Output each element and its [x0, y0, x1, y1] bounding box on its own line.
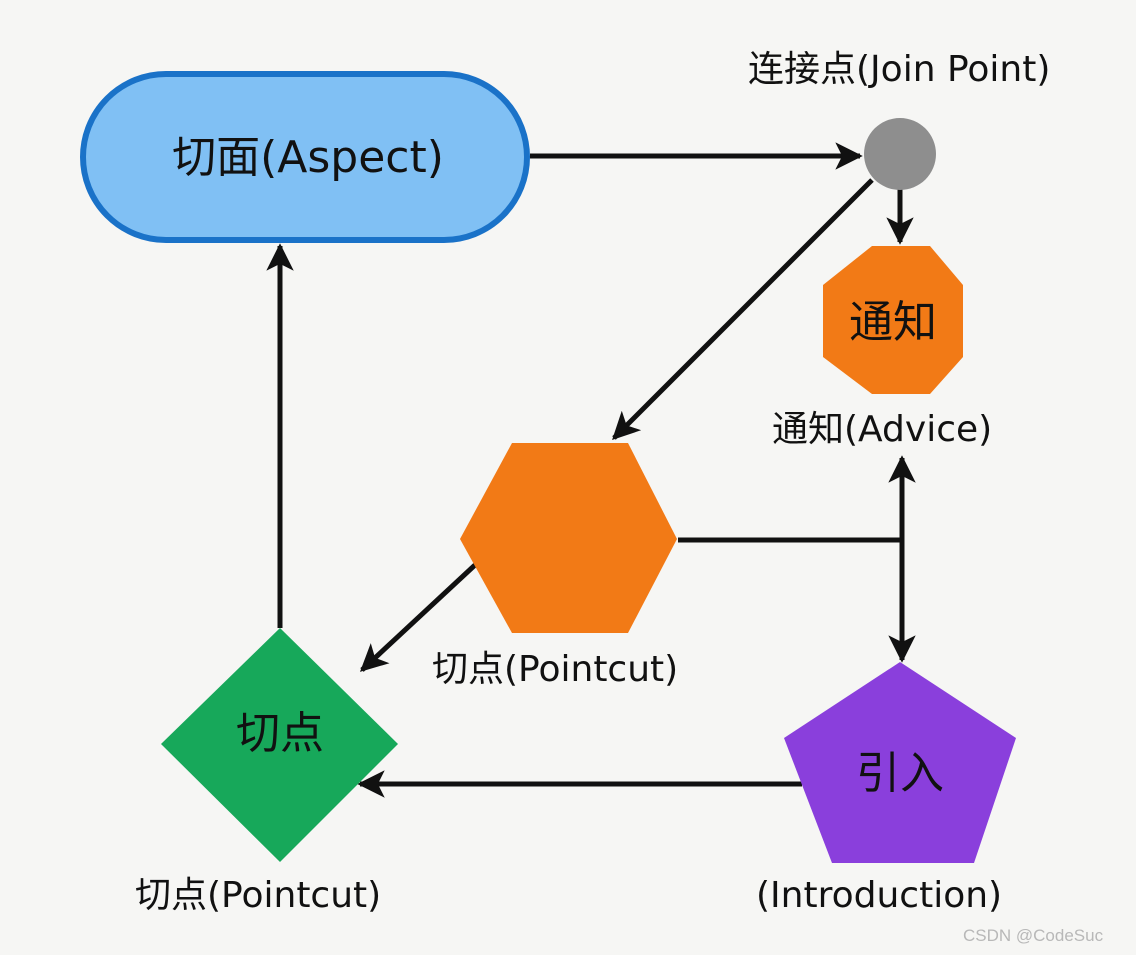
introduction-caption: (Introduction) — [756, 875, 1003, 916]
edge-pointcut-hex-to-diamond — [359, 563, 477, 672]
join-point-caption: 连接点(Join Point) — [748, 49, 1051, 90]
join-point-node — [864, 118, 936, 190]
pointcut-diamond-node-label: 切点 — [236, 708, 324, 759]
advice-node — [823, 246, 963, 394]
pointcut-hex-caption: 切点(Pointcut) — [432, 649, 679, 690]
watermark: CSDN @CodeSuc — [963, 926, 1104, 945]
edge-joinpoint-to-pointcut-hex — [612, 178, 874, 440]
introduction-node — [784, 662, 1016, 863]
aspect-node-label: 切面(Aspect) — [172, 132, 444, 183]
advice-caption: 通知(Advice) — [772, 409, 993, 450]
pointcut-diamond-node — [161, 628, 398, 862]
aspect-node — [80, 71, 530, 243]
pointcut-diamond-caption: 切点(Pointcut) — [135, 875, 382, 916]
introduction-node-label: 引入 — [856, 748, 944, 799]
pointcut-hex-node — [460, 443, 677, 633]
advice-node-label: 通知 — [849, 297, 937, 348]
